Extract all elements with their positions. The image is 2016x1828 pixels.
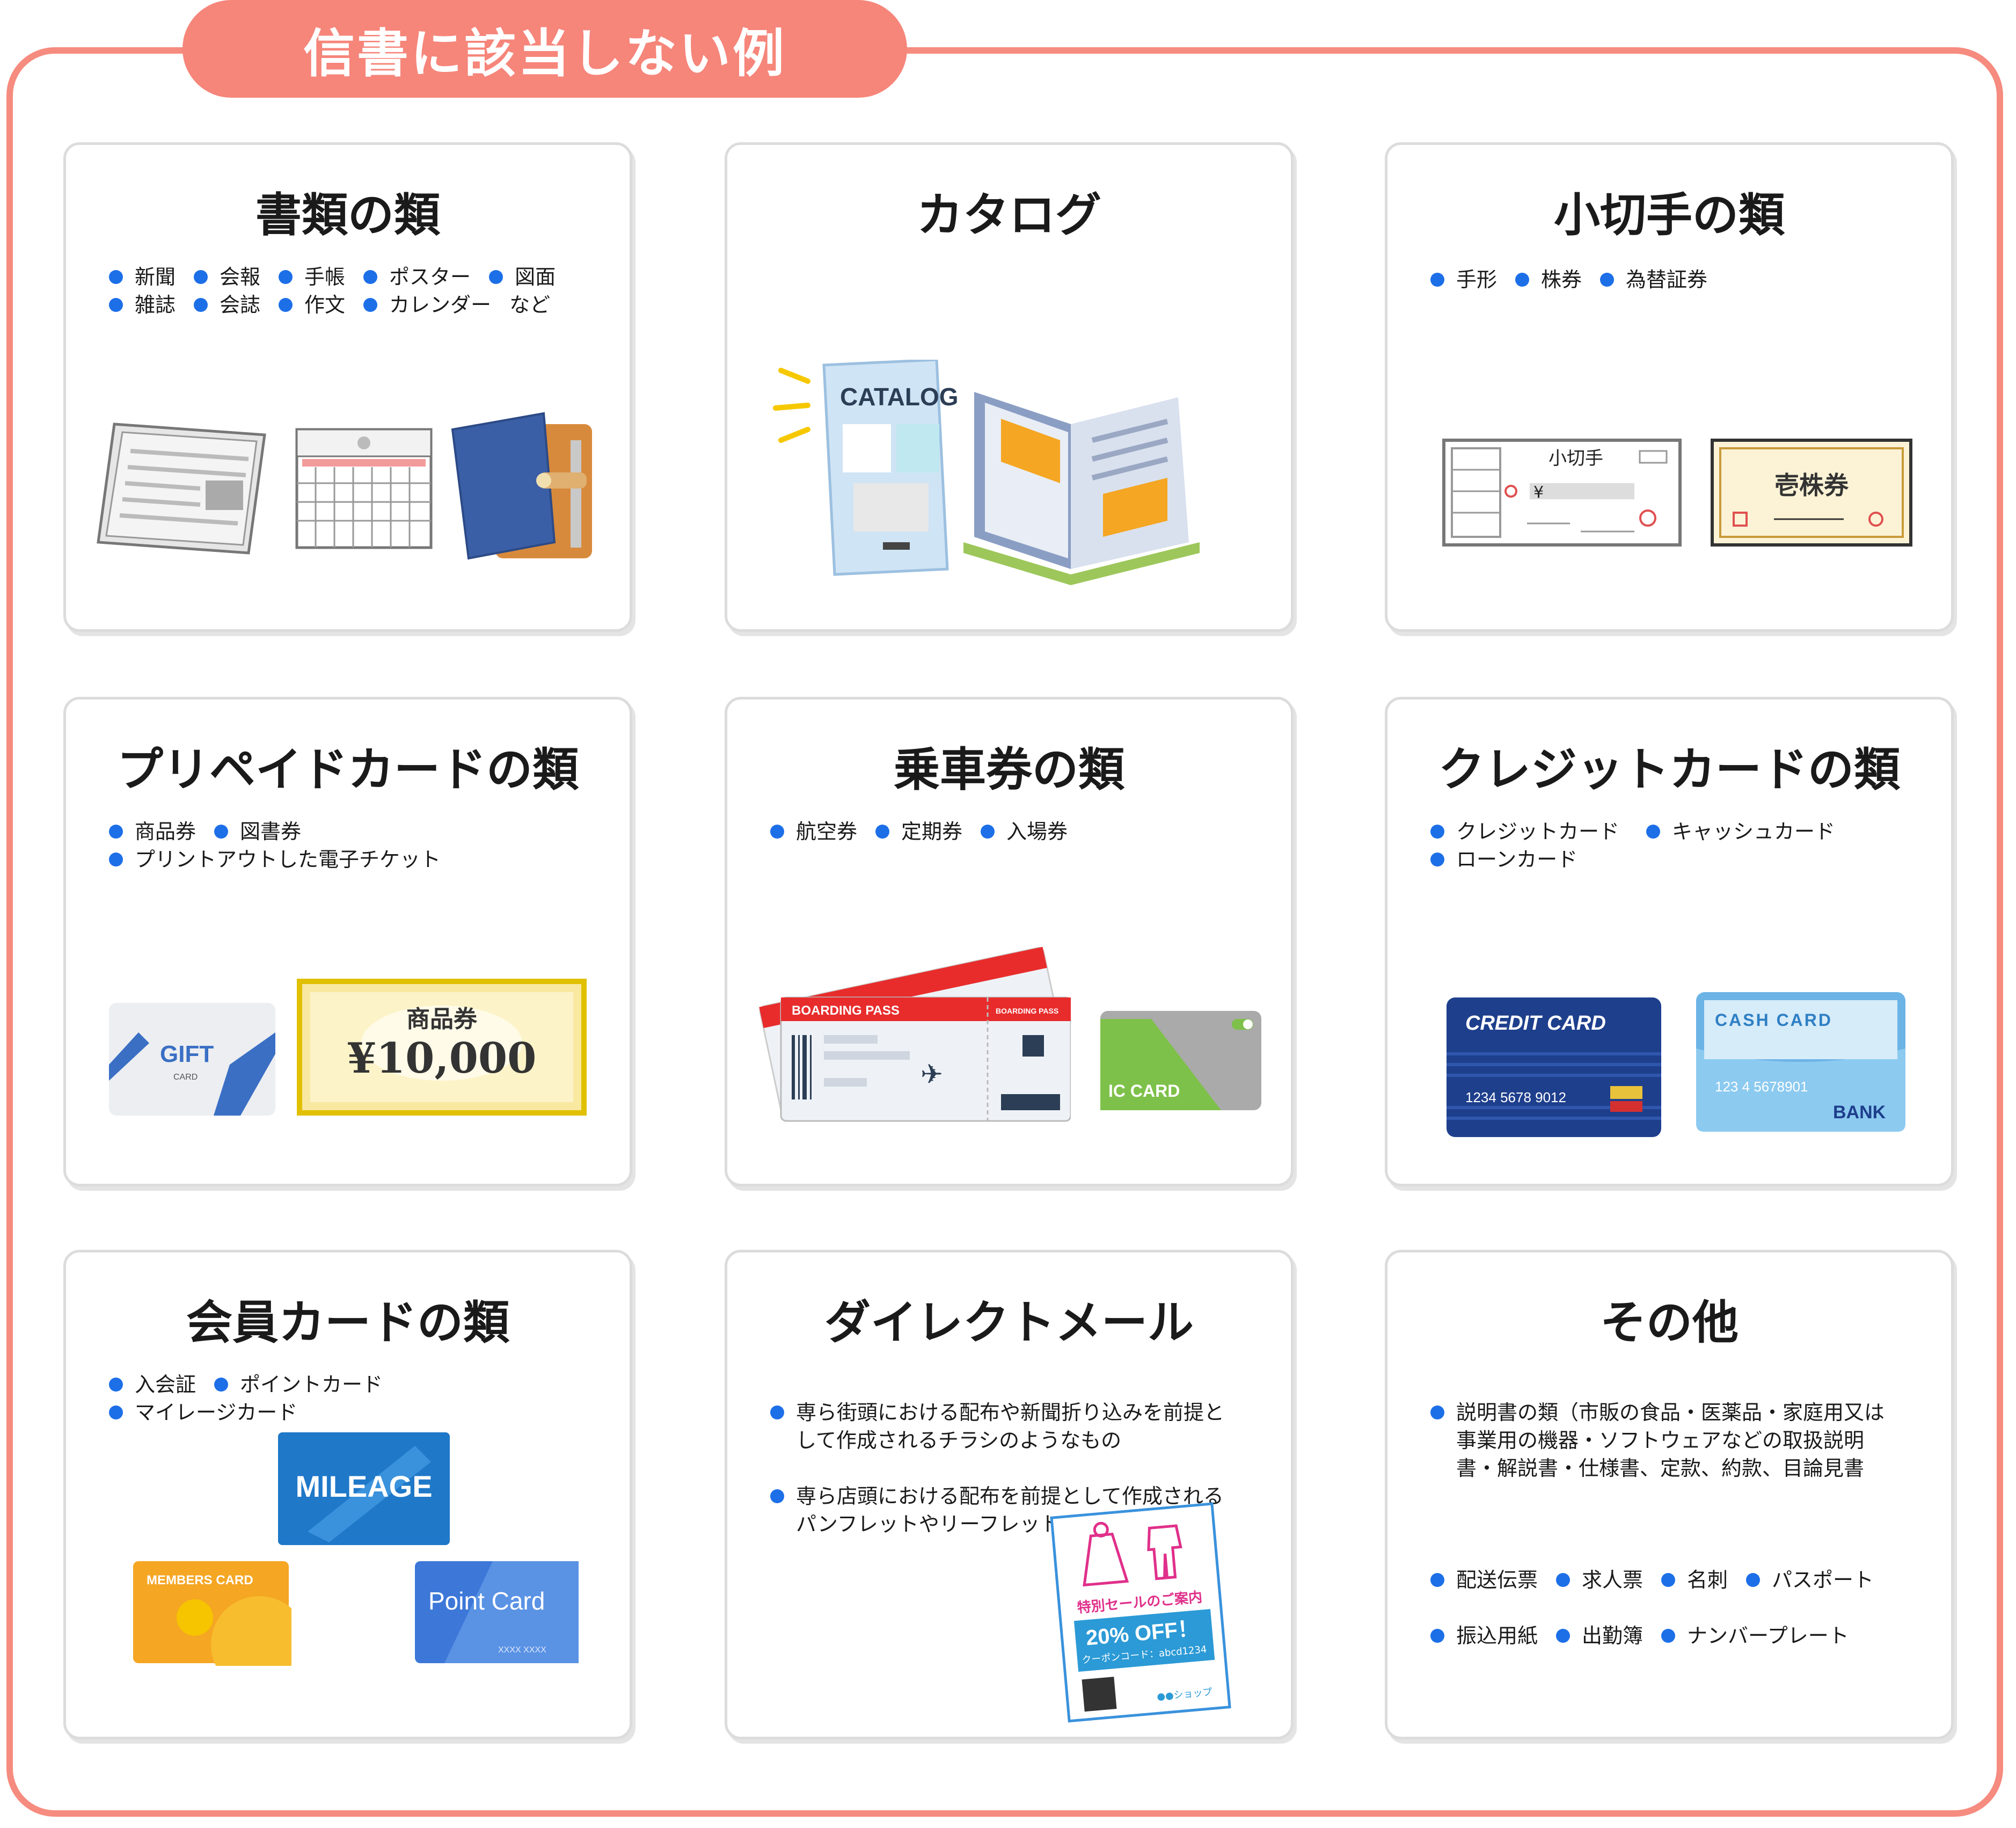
bullet-list: 新聞 会報 手帳 ポスター 図面 雑誌 会誌 作文 カレンダー など bbox=[109, 263, 608, 319]
bullet-list: 専ら街頭における配布や新聞折り込みを前提と して作成されるチラシのようなもの 専… bbox=[770, 1371, 1269, 1566]
voucher-amount: ¥10,000 bbox=[347, 1034, 537, 1083]
cash-number: 123 4 5678901 bbox=[1715, 1079, 1808, 1095]
bullet-list: クレジットカード キャッシュカード ローンカード bbox=[1430, 818, 1930, 873]
credit-card-icon: CREDIT CARD 1234 5678 9012 bbox=[1447, 997, 1661, 1137]
card-title: 乗車券の類 bbox=[894, 743, 1124, 797]
card-prepaid: プリペイドカードの類 商品券 図書券 プリントアウトした電子チケット GIFT … bbox=[63, 697, 632, 1186]
list-item: 会報 bbox=[194, 263, 260, 291]
gift-label: GIFT bbox=[160, 1041, 214, 1067]
gift-sub: CARD bbox=[173, 1073, 198, 1082]
list-item: 振込用紙 bbox=[1430, 1622, 1538, 1650]
cash-bank: BANK bbox=[1833, 1102, 1886, 1123]
page-title: 信書に該当しない例 bbox=[182, 0, 907, 98]
list-item: 出勤簿 bbox=[1556, 1622, 1643, 1650]
list-item: プリントアウトした電子チケット bbox=[109, 846, 441, 873]
card-membership: 会員カードの類 入会証 ポイントカード マイレージカード MILEAGE MEM… bbox=[63, 1250, 632, 1739]
card-documents: 書類の類 新聞 会報 手帳 ポスター 図面 雑誌 会誌 作文 カレンダー など bbox=[63, 142, 632, 632]
card-title: カタログ bbox=[917, 188, 1101, 242]
point-label: Point Card bbox=[428, 1587, 545, 1615]
stock-label: 壱株券 bbox=[1774, 471, 1849, 500]
card-catalog: カタログ CATALOG bbox=[725, 142, 1294, 632]
catalog-label: CATALOG bbox=[840, 383, 959, 411]
list-item: 新聞 bbox=[109, 263, 176, 291]
list-item: 株券 bbox=[1515, 266, 1582, 294]
voucher-title: 商品券 bbox=[406, 1006, 478, 1033]
boarding-pass-icon: BOARDING PASS BOARDING PASS ✈ bbox=[759, 946, 1071, 1122]
card-checks: 小切手の類 手形 株券 為替証券 小切手 ¥ 壱株券 bbox=[1385, 142, 1954, 632]
check-label: 小切手 bbox=[1548, 448, 1603, 469]
list-item: 求人票 bbox=[1556, 1566, 1643, 1594]
card-direct-mail: ダイレクトメール 専ら街頭における配布や新聞折り込みを前提と して作成されるチラ… bbox=[725, 1250, 1294, 1739]
list-item: ポイントカード bbox=[214, 1371, 383, 1399]
card-title: プリペイドカードの類 bbox=[117, 743, 579, 797]
gift-card-icon: GIFT CARD bbox=[109, 1003, 275, 1116]
list-item: キャッシュカード bbox=[1646, 818, 1835, 846]
card-title: クレジットカードの類 bbox=[1438, 743, 1900, 797]
list-item: 商品券 bbox=[109, 818, 196, 846]
card-credit: クレジットカードの類 クレジットカード キャッシュカード ローンカード CRED… bbox=[1385, 697, 1954, 1186]
list-item: 手帳 bbox=[279, 263, 345, 291]
list-item: マイレージカード bbox=[109, 1399, 297, 1426]
ic-label: IC CARD bbox=[1108, 1081, 1180, 1101]
list-item: クレジットカード bbox=[1430, 818, 1619, 846]
card-title: 会員カードの類 bbox=[186, 1296, 509, 1350]
notebook-icon bbox=[451, 412, 592, 560]
cash-card-icon: CASH CARD 123 4 5678901 BANK bbox=[1696, 992, 1905, 1132]
list-item: 図書券 bbox=[214, 818, 301, 846]
members-label: MEMBERS CARD bbox=[147, 1573, 253, 1587]
list-suffix: など bbox=[509, 293, 551, 317]
pass-small: BOARDING PASS bbox=[996, 1007, 1058, 1015]
stock-certificate-icon: 壱株券 bbox=[1711, 439, 1912, 547]
bullet-list: 入会証 ポイントカード マイレージカード bbox=[109, 1371, 608, 1426]
list-item: 説明書の類（市販の食品・医薬品・家庭用又は 事業用の機器・ソフトウェアなどの取扱… bbox=[1456, 1401, 1885, 1480]
check-icon: 小切手 ¥ bbox=[1442, 439, 1682, 547]
card-title: ダイレクトメール bbox=[824, 1296, 1194, 1350]
list-item: 図面 bbox=[489, 263, 556, 291]
newspaper-icon bbox=[97, 423, 266, 555]
point-card-icon: Point Card XXXX XXXX bbox=[415, 1561, 579, 1663]
pass-label: BOARDING PASS bbox=[792, 1003, 900, 1018]
bullet-list: 商品券 図書券 プリントアウトした電子チケット bbox=[109, 818, 608, 873]
voucher-icon: 商品券 ¥10,000 bbox=[297, 979, 587, 1116]
bullet-list: 手形 株券 為替証券 bbox=[1430, 266, 1930, 294]
list-item: 名刺 bbox=[1661, 1566, 1728, 1594]
list-item: 為替証券 bbox=[1600, 266, 1707, 294]
list-item: 専ら街頭における配布や新聞折り込みを前提と して作成されるチラシのようなもの bbox=[796, 1401, 1225, 1452]
list-item: 入場券 bbox=[981, 818, 1068, 846]
card-title: その他 bbox=[1600, 1296, 1739, 1350]
credit-number: 1234 5678 9012 bbox=[1465, 1089, 1566, 1105]
list-item: 作文 bbox=[279, 291, 345, 319]
members-card-icon: MEMBERS CARD bbox=[133, 1561, 291, 1666]
check-yen: ¥ bbox=[1533, 483, 1544, 502]
list-item: 入会証 bbox=[109, 1371, 196, 1399]
ic-card-icon: IC CARD bbox=[1100, 1011, 1261, 1110]
list-item: カレンダー bbox=[363, 291, 491, 319]
flyer-icon: 特別セールのご案内 20% OFF！ クーポンコード：abcd1234 ●●ショ… bbox=[1050, 1502, 1231, 1723]
mileage-card-icon: MILEAGE bbox=[278, 1432, 450, 1545]
list-item: 会誌 bbox=[194, 291, 260, 319]
card-title: 書類の類 bbox=[255, 188, 440, 242]
bullet-list: 説明書の類（市販の食品・医薬品・家庭用又は 事業用の機器・ソフトウェアなどの取扱… bbox=[1430, 1371, 1930, 1678]
list-item: 手形 bbox=[1430, 266, 1497, 294]
credit-label: CREDIT CARD bbox=[1465, 1012, 1606, 1035]
list-item: ローンカード bbox=[1430, 846, 1577, 873]
list-item: 配送伝票 bbox=[1430, 1566, 1538, 1594]
mileage-label: MILEAGE bbox=[295, 1469, 432, 1503]
point-small: XXXX XXXX bbox=[498, 1645, 546, 1655]
svg-text:✈: ✈ bbox=[921, 1059, 943, 1090]
list-item: パスポート bbox=[1746, 1566, 1874, 1594]
card-others: その他 説明書の類（市販の食品・医薬品・家庭用又は 事業用の機器・ソフトウェアな… bbox=[1385, 1250, 1954, 1739]
bullet-list: 航空券 定期券 入場券 bbox=[770, 818, 1269, 846]
list-item: 定期券 bbox=[875, 818, 962, 846]
calendar-icon bbox=[295, 428, 433, 549]
cash-label: CASH CARD bbox=[1715, 1010, 1832, 1030]
card-title: 小切手の類 bbox=[1554, 188, 1785, 242]
list-item: 航空券 bbox=[770, 818, 857, 846]
card-tickets: 乗車券の類 航空券 定期券 入場券 BOARDING PASS BOARDING… bbox=[725, 697, 1294, 1186]
list-item: ポスター bbox=[363, 263, 471, 291]
list-item: 雑誌 bbox=[109, 291, 176, 319]
catalog-icon: CATALOG bbox=[773, 360, 1200, 585]
list-item: ナンバープレート bbox=[1661, 1622, 1849, 1650]
